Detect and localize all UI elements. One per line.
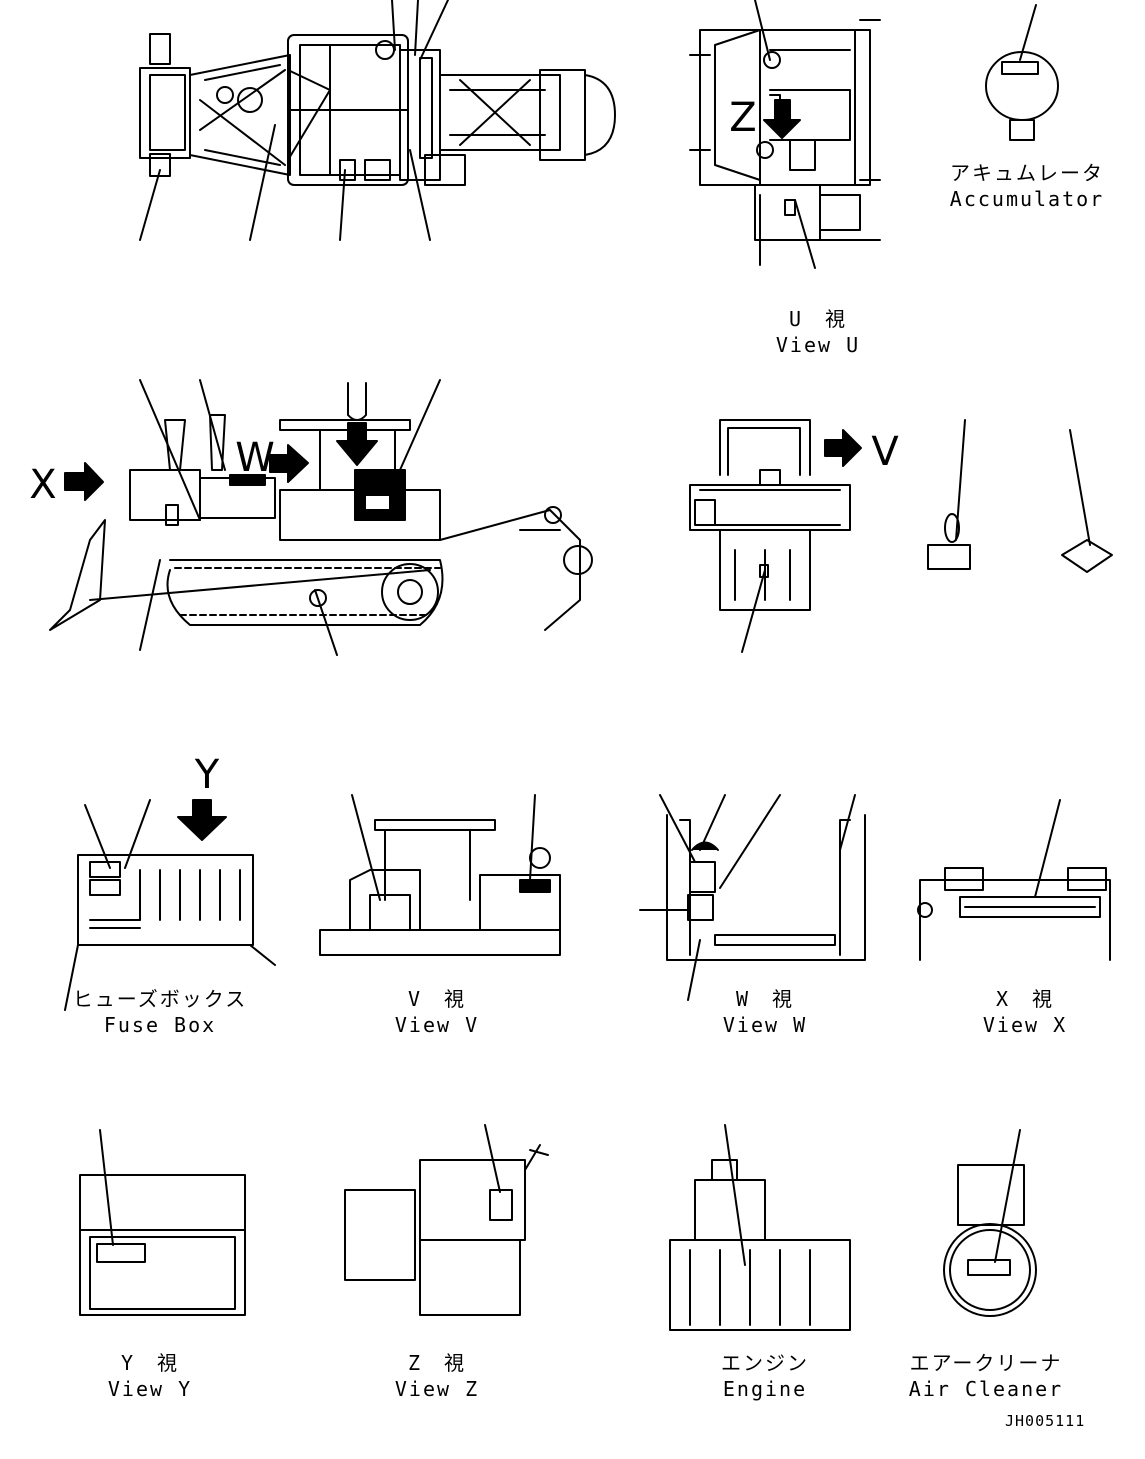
side-view-dozer <box>49 379 593 656</box>
view-letter-y: Y <box>194 752 220 798</box>
caption-view-w-en: View W <box>722 1013 808 1037</box>
view-x-drawing <box>917 799 1111 961</box>
tag-drawings <box>927 419 1113 573</box>
engine-drawing <box>669 1124 851 1331</box>
accumulator-drawing <box>985 4 1059 141</box>
caption-view-x: X 視 View X <box>983 986 1067 1038</box>
caption-engine-jp: エンジン <box>721 1351 809 1375</box>
view-letter-v: V <box>871 429 899 475</box>
caption-view-v: V 視 View V <box>395 986 479 1038</box>
caption-view-u: U 視 View U <box>776 306 860 358</box>
caption-view-u-jp: U 視 <box>788 307 848 331</box>
view-z-drawing <box>344 1124 549 1316</box>
caption-view-v-en: View V <box>394 1013 480 1037</box>
fuse-box-drawing <box>64 799 276 1011</box>
view-letter-z: Z <box>729 95 757 141</box>
drawing-code: JH005111 <box>1005 1412 1086 1430</box>
caption-fuse-box: ヒューズボックス Fuse Box <box>73 986 247 1038</box>
caption-accumulator-en: Accumulator <box>949 187 1105 211</box>
caption-view-w: W 視 View W <box>723 986 807 1038</box>
view-v-lower-drawing <box>319 794 561 956</box>
caption-view-y-jp: Y 視 <box>120 1351 180 1375</box>
view-letter-w: W <box>235 435 275 481</box>
caption-air-cleaner-en: Air Cleaner <box>908 1377 1064 1401</box>
view-letter-x: X <box>29 462 57 508</box>
caption-view-y: Y 視 View Y <box>108 1350 192 1402</box>
caption-view-z: Z 視 View Z <box>395 1350 479 1402</box>
view-w-drawing <box>639 794 866 1001</box>
caption-view-y-en: View Y <box>107 1377 193 1401</box>
caption-view-v-jp: V 視 <box>407 987 467 1011</box>
caption-engine-en: Engine <box>722 1377 808 1401</box>
caption-fuse-box-en: Fuse Box <box>103 1013 217 1037</box>
view-u-drawing <box>689 0 881 269</box>
caption-view-w-jp: W 視 <box>735 987 795 1011</box>
air-cleaner-drawing <box>943 1129 1037 1317</box>
caption-view-z-en: View Z <box>394 1377 480 1401</box>
caption-accumulator: アキュムレータ Accumulator <box>950 160 1104 212</box>
caption-fuse-box-jp: ヒューズボックス <box>72 987 248 1011</box>
view-y-drawing <box>79 1129 246 1316</box>
top-view-dozer <box>139 0 616 241</box>
caption-air-cleaner-jp: エアークリーナ <box>909 1351 1063 1375</box>
view-v-drawing <box>689 419 862 653</box>
caption-accumulator-jp: アキュムレータ <box>949 161 1104 185</box>
caption-engine: エンジン Engine <box>721 1350 809 1402</box>
caption-view-x-en: View X <box>982 1013 1068 1037</box>
caption-air-cleaner: エアークリーナ Air Cleaner <box>909 1350 1063 1402</box>
caption-view-u-en: View U <box>775 333 861 357</box>
caption-view-z-jp: Z 視 <box>407 1351 467 1375</box>
caption-view-x-jp: X 視 <box>995 987 1055 1011</box>
